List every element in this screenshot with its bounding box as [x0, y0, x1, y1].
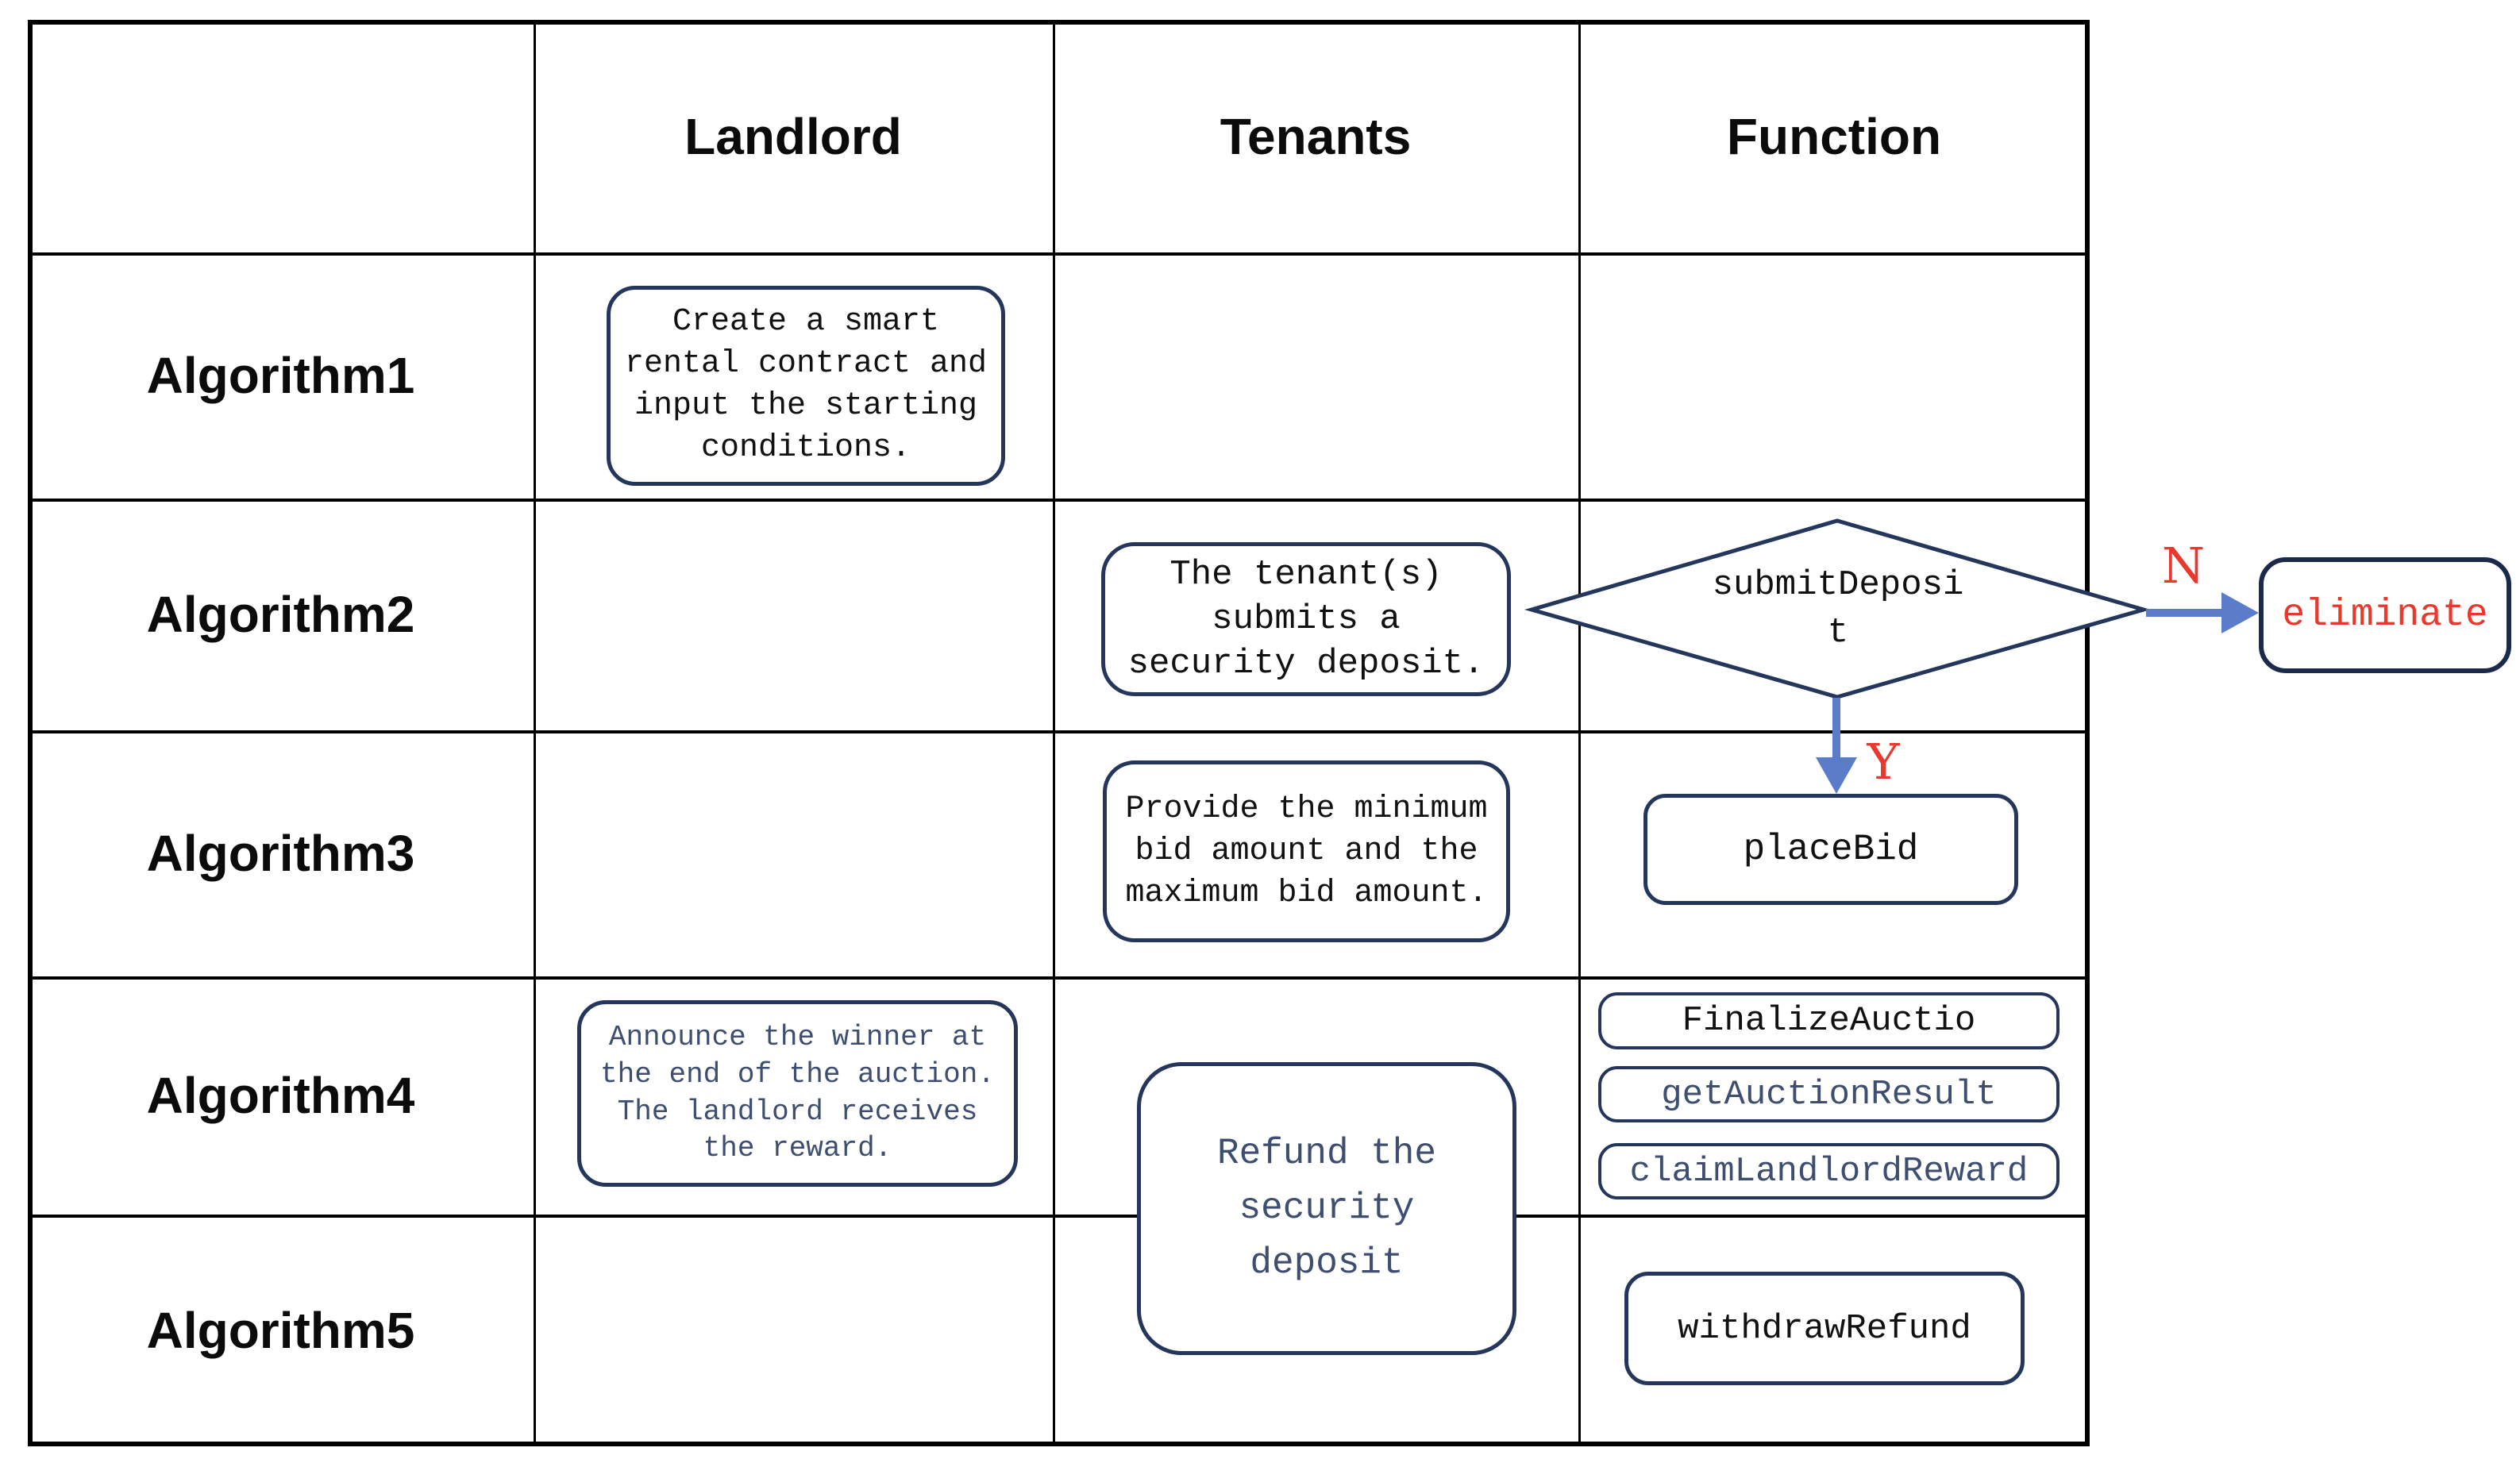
branch-label-yes: Y: [1867, 733, 1900, 791]
box-submit-security-deposit: The tenant(s) submits a security deposit…: [1101, 542, 1511, 696]
box-place-bid: placeBid: [1643, 794, 2018, 905]
row-divider-4: [28, 1215, 2090, 1218]
row-label-algorithm3: Algorithm3: [146, 825, 415, 882]
row-label-algorithm1: Algorithm1: [146, 347, 415, 404]
arrow-no-head-icon: [2221, 592, 2259, 633]
box-create-contract: Create a smart rental contract and input…: [607, 286, 1005, 486]
column-header-function: Function: [1726, 107, 1942, 165]
box-claim-landlord-reward: claimLandlordReward: [1598, 1143, 2060, 1199]
row-label-algorithm5: Algorithm5: [146, 1302, 415, 1359]
row-divider-1: [28, 499, 2090, 502]
box-finalize-auction: FinalizeAuctio: [1598, 992, 2060, 1049]
box-refund-security-deposit: Refund the security deposit: [1137, 1062, 1516, 1355]
box-announce-winner: Announce the winner at the end of the au…: [577, 1000, 1018, 1187]
box-eliminate: eliminate: [2259, 557, 2511, 673]
row-label-algorithm2: Algorithm2: [146, 586, 415, 643]
decision-diamond-shape: [1524, 518, 2152, 699]
box-get-auction-result: getAuctionResult: [1598, 1066, 2060, 1122]
row-divider-3: [28, 976, 2090, 980]
column-header-landlord: Landlord: [684, 107, 902, 165]
row-divider-2: [28, 730, 2090, 733]
box-withdraw-refund: withdrawRefund: [1624, 1272, 2025, 1385]
arrow-yes-head-icon: [1816, 757, 1857, 794]
decision-submit-deposit: submitDeposi t: [1712, 565, 1964, 653]
row-label-algorithm4: Algorithm4: [146, 1067, 415, 1124]
branch-label-no: N: [2161, 536, 2206, 595]
box-provide-bid-amounts: Provide the minimum bid amount and the m…: [1103, 760, 1510, 942]
column-header-tenants: Tenants: [1220, 107, 1412, 165]
row-divider-header: [28, 252, 2090, 256]
